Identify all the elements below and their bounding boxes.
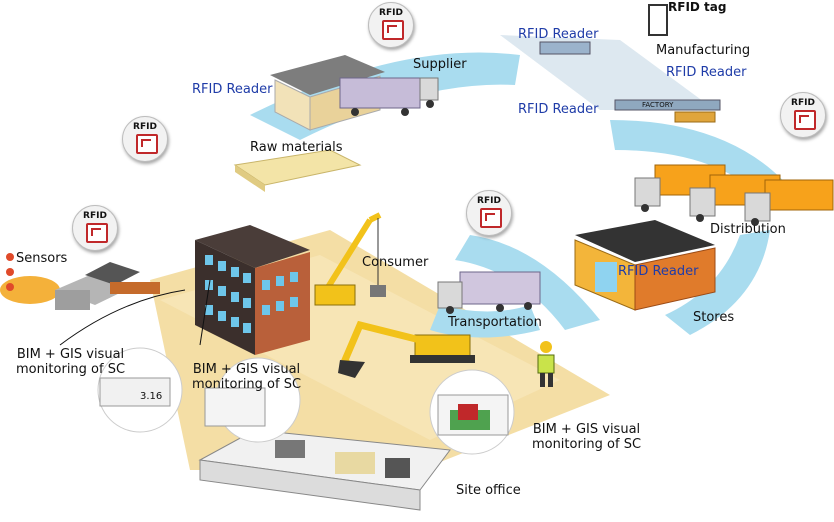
rfid-badge-transportation: RFID [466,190,512,236]
store-side [634,247,716,311]
rfid-badge-raw-materials: RFID [122,116,168,162]
label-distribution: Distribution [710,222,786,237]
rfid-badge-sensors: RFID [72,205,118,251]
label-bim-gis-left: BIM + GIS visual monitoring of SC [15,347,126,377]
label-sensors: Sensors [16,251,68,266]
rfid-icon [86,223,108,243]
apartment-building [195,225,310,355]
factory-sign-text: FACTORY [642,101,674,109]
rfid-icon [480,208,502,228]
rfid-icon [794,110,816,130]
rfid-icon [382,20,404,40]
rfid-badge-text: RFID [379,8,403,18]
rfid-reader-stores: RFID Reader [618,264,699,279]
factory-sign-board [614,99,721,111]
label-site-office: Site office [456,483,521,498]
label-transportation: Transportation [448,315,542,330]
label-manufacturing: Manufacturing [656,43,751,58]
store-roof [575,220,715,262]
label-bim-gis-middle: BIM + GIS visual monitoring of SC [191,362,302,392]
rfid-reader-supplier: RFID Reader [192,82,273,97]
monitor-readout: 3.16 [140,391,163,402]
site-office-container [198,429,451,511]
supplier-truck-trailer [339,77,421,109]
label-consumer: Consumer [362,255,429,270]
rfid-tag-icon [648,4,668,36]
rfid-icon [136,134,158,154]
rfid-reader-manufacturing-mid: RFID Reader [666,65,747,80]
flow-arrow-transport-to-site [430,305,540,338]
excavator [338,320,475,378]
supplier-warehouse-roof [270,55,385,95]
label-supplier: Supplier [413,57,467,72]
rfid-reader-manufacturing-top: RFID Reader [518,27,599,42]
construction-worker [537,341,555,387]
rfid-tag-label: RFID tag [668,0,727,14]
manufacturing-machine [539,41,591,55]
label-stores: Stores [693,310,735,325]
transport-truck-cab [437,281,463,309]
raw-materials-lumber [233,149,362,186]
label-raw-materials: Raw materials [250,140,343,155]
distribution-trucks [634,164,834,226]
transport-truck-trailer [459,271,541,305]
rfid-badge-text: RFID [477,196,501,206]
raw-materials-lumber-side [235,165,265,192]
rfid-badge-supplier: RFID [368,2,414,48]
label-bim-gis-right: BIM + GIS visual monitoring of SC [531,422,642,452]
supplier-truck-cab [419,77,439,101]
crane [314,212,386,306]
sensors-area [0,253,160,310]
rfid-badge-text: RFID [791,98,815,108]
manufacturing-output-boxes [674,111,716,123]
rfid-reader-manufacturing-bottom: RFID Reader [518,102,599,117]
rfid-badge-text: RFID [83,211,107,221]
flow-arrow-distribution-to-stores [665,230,770,335]
rfid-badge-distribution: RFID [780,92,826,138]
rfid-badge-text: RFID [133,122,157,132]
